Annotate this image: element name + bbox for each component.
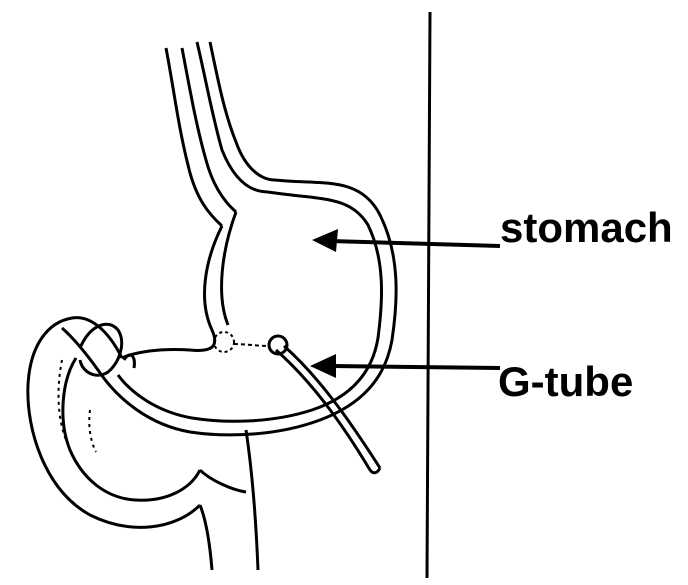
gtube-arrow: [310, 354, 500, 378]
stomach-outline: [62, 180, 396, 435]
duodenum: [28, 318, 258, 570]
gtube-label: G-tube: [498, 358, 633, 405]
abdominal-wall-line: [427, 12, 430, 578]
esophagus: [166, 42, 275, 226]
stomach-arrow: [312, 229, 500, 252]
stomach-inner-wall: [118, 192, 382, 421]
stomach-label: stomach: [500, 204, 673, 251]
